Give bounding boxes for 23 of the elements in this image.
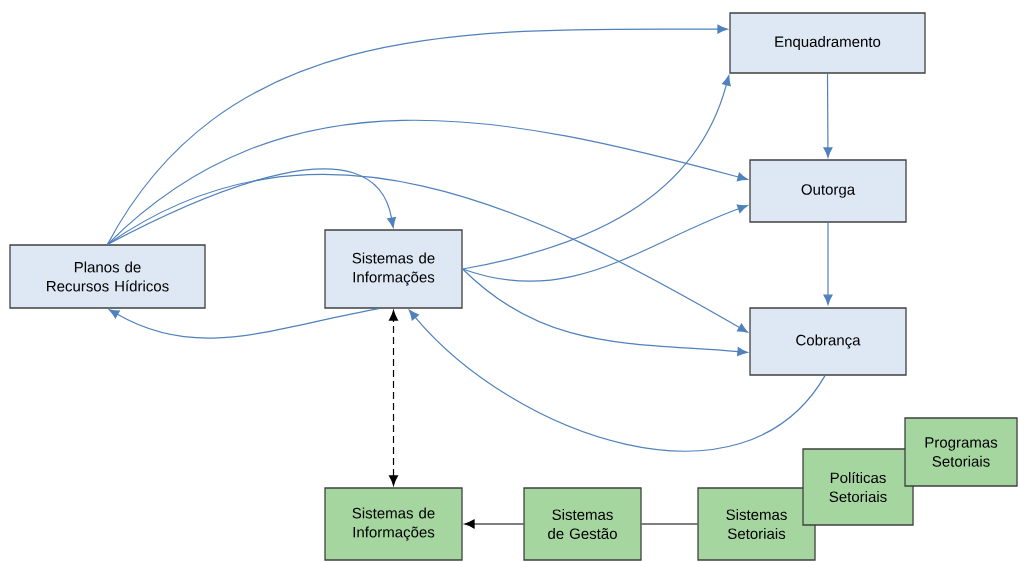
arrow bbox=[462, 268, 748, 357]
arrow bbox=[464, 519, 524, 529]
system-box: Políticas Setoriais bbox=[802, 448, 914, 526]
process-box: Cobrança bbox=[749, 307, 907, 376]
process-box: Enquadramento bbox=[729, 12, 926, 74]
arrow bbox=[106, 119, 748, 245]
system-box: Programas Setoriais bbox=[904, 417, 1018, 487]
process-box: Sistemas de Informações bbox=[324, 229, 463, 309]
arrow bbox=[462, 204, 748, 282]
arrow bbox=[106, 173, 748, 333]
arrow bbox=[823, 73, 833, 158]
system-box: Sistemas Setoriais bbox=[697, 487, 816, 561]
arrow bbox=[408, 309, 826, 451]
process-box: Planos de Recursos Hídricos bbox=[9, 244, 206, 309]
system-box: Sistemas de Informações bbox=[324, 487, 463, 561]
arrow bbox=[389, 310, 398, 486]
arrow bbox=[108, 308, 380, 339]
arrow bbox=[823, 222, 833, 305]
arrow bbox=[462, 75, 731, 270]
arrow bbox=[106, 168, 396, 245]
system-box: Sistemas de Gestão bbox=[523, 487, 642, 561]
arrow bbox=[106, 24, 728, 245]
process-box: Outorga bbox=[749, 159, 907, 223]
